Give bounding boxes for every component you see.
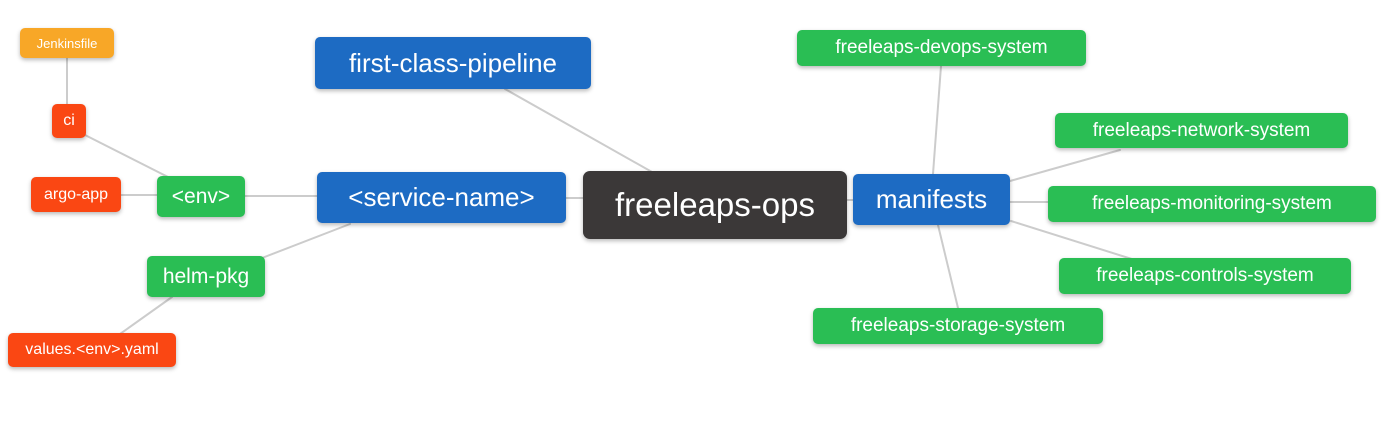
- node-monitoring-system[interactable]: freeleaps-monitoring-system: [1048, 186, 1376, 222]
- node-storage-system[interactable]: freeleaps-storage-system: [813, 308, 1103, 344]
- node-freeleaps-ops-root[interactable]: freeleaps-ops: [583, 171, 847, 239]
- node-argo-app[interactable]: argo-app: [31, 177, 121, 212]
- node-values-env-yaml[interactable]: values.<env>.yaml: [8, 333, 176, 367]
- node-service-name[interactable]: <service-name>: [317, 172, 566, 223]
- edge-servicename-helmpkg: [261, 223, 351, 259]
- edge-manifests-network: [1009, 149, 1121, 182]
- node-ci[interactable]: ci: [52, 104, 86, 138]
- edge-helmpkg-values: [119, 296, 173, 335]
- edge-manifests-storage: [937, 224, 959, 309]
- edge-manifests-controls: [1010, 220, 1136, 261]
- node-devops-system[interactable]: freeleaps-devops-system: [797, 30, 1086, 66]
- edge-pipeline-root: [504, 88, 653, 173]
- node-first-class-pipeline[interactable]: first-class-pipeline: [315, 37, 591, 89]
- node-jenkinsfile[interactable]: Jenkinsfile: [20, 28, 114, 58]
- edge-ci-env: [84, 134, 171, 179]
- node-manifests[interactable]: manifests: [853, 174, 1010, 225]
- node-network-system[interactable]: freeleaps-network-system: [1055, 113, 1348, 148]
- edge-manifests-devops: [932, 65, 942, 175]
- node-env[interactable]: <env>: [157, 176, 245, 217]
- node-controls-system[interactable]: freeleaps-controls-system: [1059, 258, 1351, 294]
- node-helm-pkg[interactable]: helm-pkg: [147, 256, 265, 297]
